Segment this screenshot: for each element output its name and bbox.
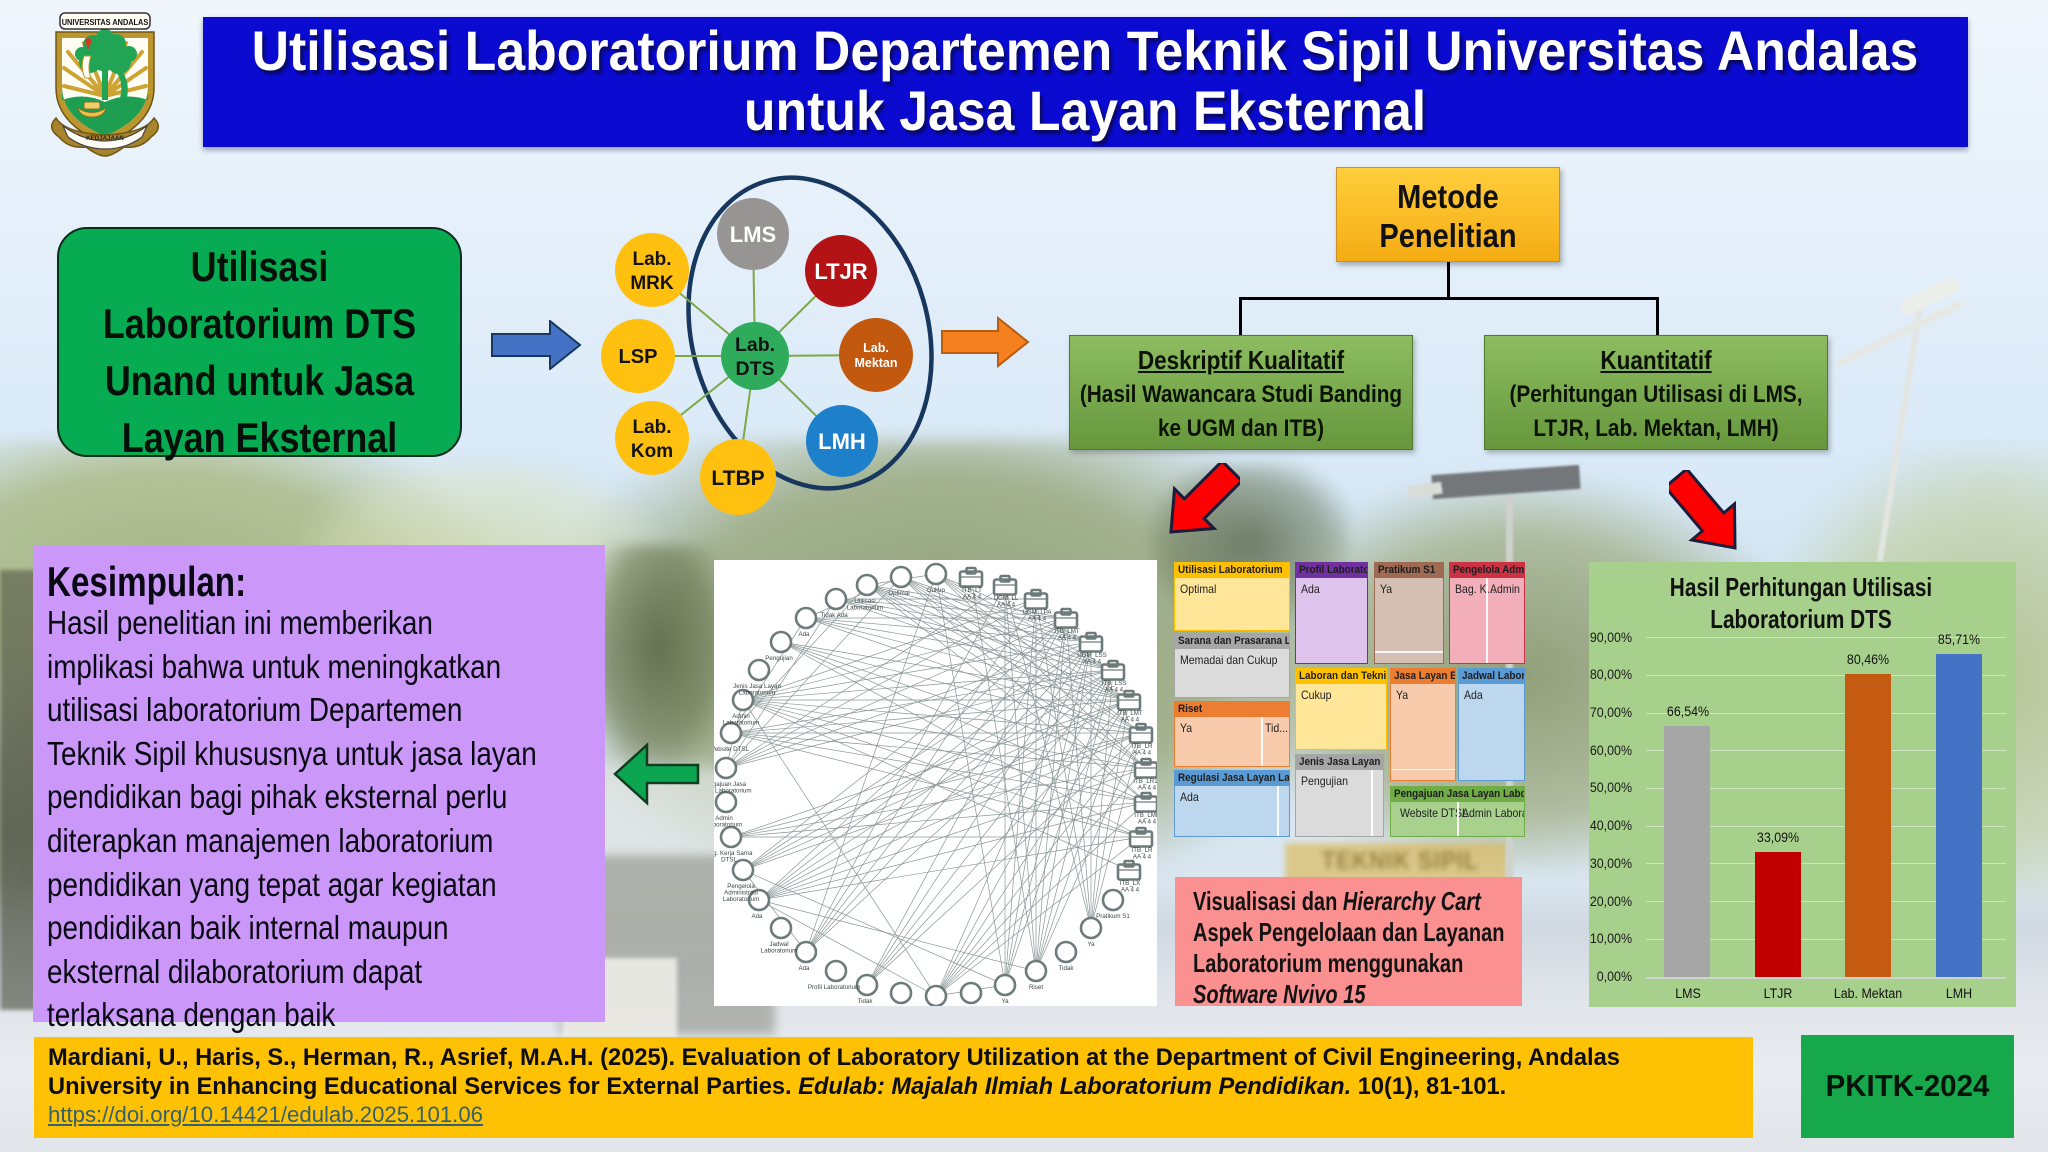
svg-text:LTJR: LTJR [814, 259, 867, 284]
svg-text:Profil Laboratorium: Profil Laboratorium [808, 984, 860, 991]
svg-text:Lab.: Lab. [632, 249, 671, 270]
svg-text:Kom: Kom [631, 441, 673, 462]
svg-text:Tidak: Tidak [858, 998, 874, 1005]
svg-text:LTBP: LTBP [711, 467, 764, 490]
svg-text:LMS: LMS [730, 222, 776, 247]
svg-text:Website DTSL: Website DTSL [714, 746, 749, 753]
svg-text:Riset: Riset [1029, 984, 1043, 991]
svg-text:Cukup: Cukup [927, 587, 945, 594]
svg-text:DTS: DTS [736, 358, 775, 380]
svg-text:Ada: Ada [798, 631, 810, 638]
svg-text:ITB_LMFAA 4 4: ITB_LMFAA 4 4 [1134, 812, 1157, 826]
svg-text:LMH: LMH [818, 429, 866, 454]
svg-text:Ada: Ada [751, 913, 763, 920]
svg-text:Tidak: Tidak [1059, 965, 1075, 972]
svg-text:Ya: Ya [1001, 998, 1009, 1005]
svg-text:Lab.: Lab. [632, 417, 671, 438]
svg-text:Ada: Ada [798, 965, 810, 972]
svg-text:Pengujian: Pengujian [765, 655, 793, 662]
svg-text:MRK: MRK [630, 273, 674, 294]
svg-text:UNIVERSITAS ANDALAS: UNIVERSITAS ANDALAS [62, 18, 149, 27]
svg-text:Tidak Ada: Tidak Ada [820, 612, 848, 619]
svg-text:Optimal: Optimal [888, 590, 909, 597]
svg-text:Mektan: Mektan [854, 356, 897, 370]
svg-text:Lab.: Lab. [863, 341, 889, 355]
svg-text:ITB_LR11AA 4 4: ITB_LR11AA 4 4 [1133, 778, 1157, 792]
svg-text:Ya: Ya [1087, 941, 1095, 948]
svg-text:KEDJAJAAN: KEDJAJAAN [86, 135, 124, 142]
svg-text:Pratikum S1: Pratikum S1 [1096, 913, 1130, 920]
svg-text:LSP: LSP [619, 346, 658, 368]
svg-text:Lab.: Lab. [735, 334, 775, 356]
